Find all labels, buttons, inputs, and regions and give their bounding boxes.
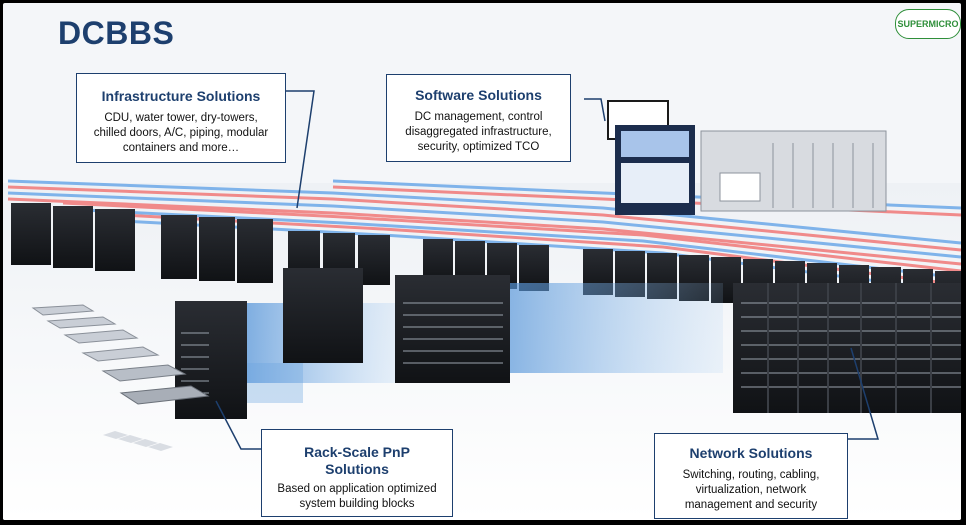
network-body: Switching, routing, cabling, virtualizat… — [682, 469, 820, 511]
software-body: DC management, control disaggregated inf… — [405, 111, 552, 153]
rack-row-front-right — [733, 283, 961, 413]
rack-scale-callout: Rack-Scale PnP Solutions Based on applic… — [261, 429, 453, 517]
infrastructure-callout: Infrastructure Solutions CDU, water towe… — [76, 73, 286, 163]
callout-connectors — [215, 90, 880, 450]
supermicro-logo: SUPERMICRO — [895, 9, 961, 39]
page-title: DCBBS — [58, 15, 175, 51]
software-title: Software Solutions — [415, 87, 542, 103]
rack-scale-body: Based on application optimized system bu… — [277, 483, 437, 510]
infrastructure-title: Infrastructure Solutions — [101, 88, 261, 104]
network-title: Network Solutions — [689, 445, 813, 461]
software-callout: Software Solutions DC management, contro… — [386, 74, 571, 162]
rack-row-middle — [283, 268, 510, 383]
server-building-blocks — [31, 304, 210, 451]
infrastructure-body: CDU, water tower, dry-towers, chilled do… — [93, 112, 269, 154]
network-callout: Network Solutions Switching, routing, ca… — [654, 433, 848, 519]
single-rack — [175, 301, 247, 419]
rack-scale-title: Rack-Scale PnP Solutions — [304, 444, 410, 477]
datacenter-illustration — [3, 90, 961, 520]
control-center — [607, 100, 887, 215]
slide: DCBBS SUPERMICRO Infrastructure Solution… — [3, 3, 961, 520]
